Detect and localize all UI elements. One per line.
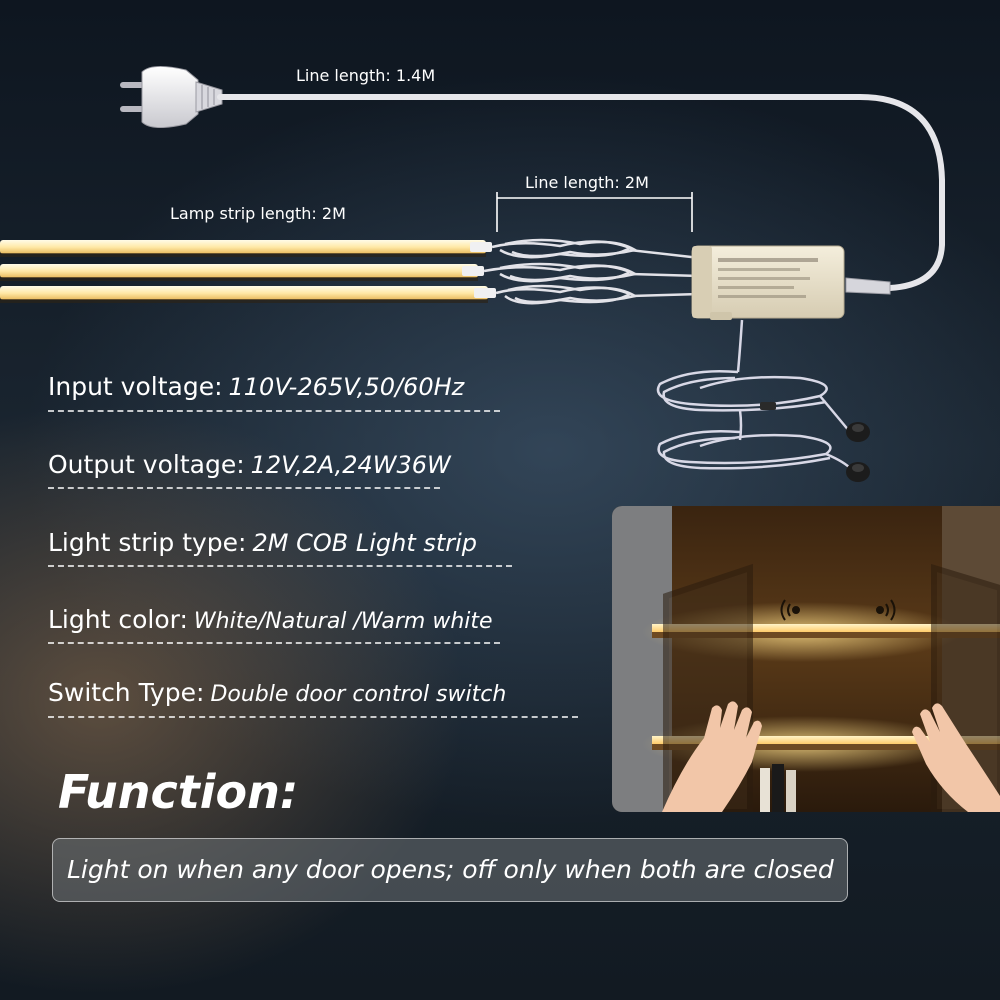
spec-label: Light color: <box>48 605 188 634</box>
divider <box>48 716 578 718</box>
spec-label: Light strip type: <box>48 528 247 557</box>
spec-light-strip-type: Light strip type:2M COB Light strip <box>48 528 477 557</box>
sensor-cables <box>656 319 853 471</box>
door-sensor-icon <box>846 422 870 482</box>
spec-label: Output voltage: <box>48 450 245 479</box>
spec-input-voltage: Input voltage:110V-265V,50/60Hz <box>48 372 464 401</box>
function-description-box: Light on when any door opens; off only w… <box>52 838 848 902</box>
spec-value: Double door control switch <box>210 682 507 707</box>
output-cable-coils <box>483 238 701 305</box>
dimension-bracket <box>496 192 693 232</box>
output-line-length-label: Line length: 2M <box>525 173 649 192</box>
input-cable <box>217 94 945 291</box>
spec-label: Input voltage: <box>48 372 223 401</box>
right-hand <box>912 703 1000 812</box>
sensor-wave-icon <box>780 599 896 621</box>
left-hand <box>662 701 762 812</box>
cabinet-scene <box>612 506 1000 812</box>
function-description: Light on when any door opens; off only w… <box>67 855 834 884</box>
divider <box>48 565 512 567</box>
euro-plug-icon <box>120 66 223 128</box>
cob-light-strips <box>0 240 496 303</box>
driver-box <box>691 245 845 320</box>
spec-light-color: Light color:White/Natural /Warm white <box>48 605 493 634</box>
cabinet-photo <box>612 506 1000 812</box>
product-illustration <box>0 66 945 482</box>
spec-value: 2M COB Light strip <box>252 529 478 557</box>
switch-toggle <box>760 402 776 410</box>
plug-line-length-label: Line length: 1.4M <box>296 66 436 85</box>
spec-value: 110V-265V,50/60Hz <box>228 373 465 401</box>
divider <box>48 642 500 644</box>
function-title: Function: <box>58 765 299 819</box>
spec-switch-type: Switch Type:Double door control switch <box>48 678 506 707</box>
strip-length-label: Lamp strip length: 2M <box>170 204 346 223</box>
divider <box>48 487 440 489</box>
books <box>760 764 796 812</box>
spec-value: White/Natural /Warm white <box>193 609 493 634</box>
divider <box>48 410 500 412</box>
spec-output-voltage: Output voltage:12V,2A,24W36W <box>48 450 451 479</box>
spec-value: 12V,2A,24W36W <box>250 451 451 479</box>
spec-label: Switch Type: <box>48 678 205 707</box>
